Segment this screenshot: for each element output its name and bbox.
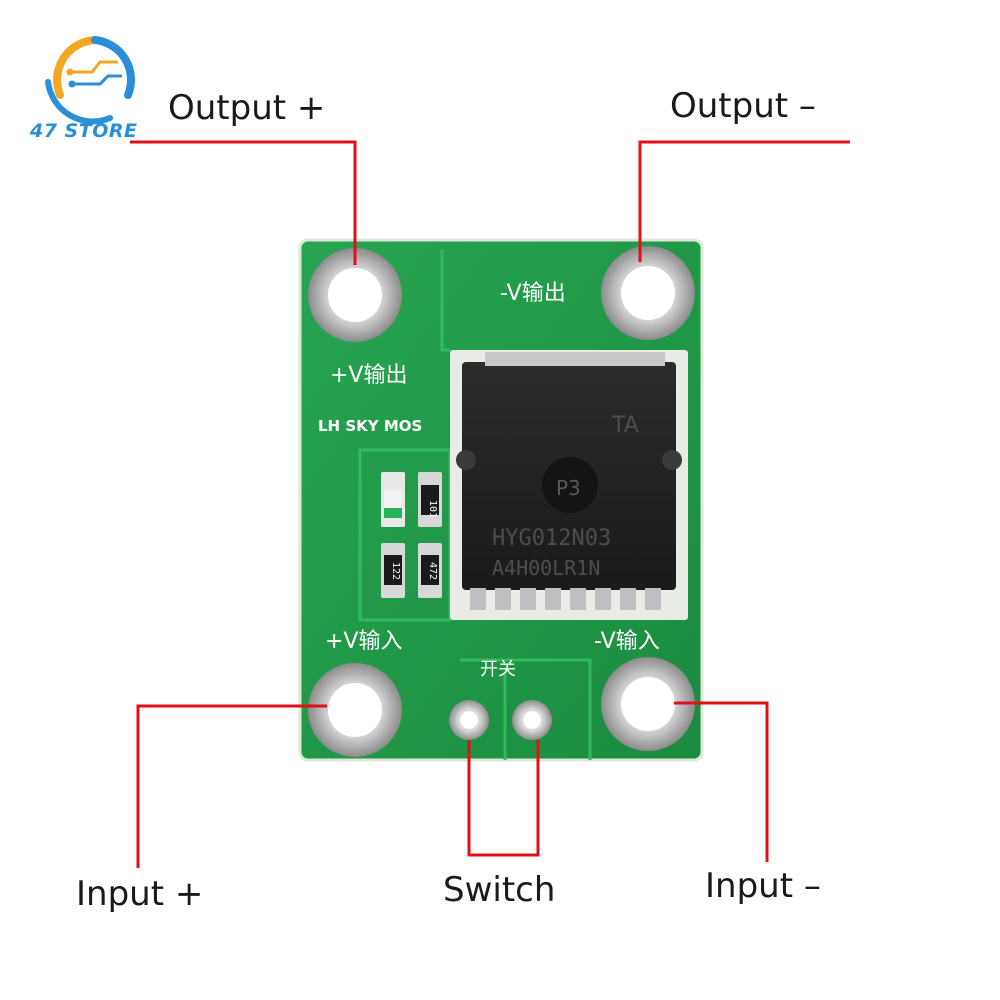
- callout-line-input-plus: [136, 704, 327, 868]
- label-input-minus: Input –: [705, 866, 821, 906]
- smd-resistor-472: [418, 543, 442, 598]
- chip-mark-ta: TA: [611, 413, 639, 438]
- silk-brand: LH SKY MOS: [318, 417, 422, 435]
- pad-input-plus: [308, 663, 402, 757]
- silk-in-plus: +V输入: [325, 629, 402, 654]
- mosfet-chip: [450, 350, 688, 620]
- pad-input-minus: [601, 657, 695, 751]
- label-output-minus: Output –: [670, 86, 816, 126]
- pad-output-plus: [308, 248, 402, 342]
- callout-line-output-plus: [130, 140, 357, 265]
- label-output-plus: Output +: [168, 88, 326, 128]
- smd-led: [381, 472, 405, 527]
- silk-out-minus: -V输出: [500, 281, 566, 306]
- chip-text-line1: HYG012N03: [492, 526, 611, 551]
- callout-line-switch: [467, 740, 540, 857]
- label-input-plus: Input +: [76, 874, 204, 914]
- pad-switch-a: [449, 700, 489, 740]
- pcb-board: -V输出 +V输出 LH SKY MOS +V输入 -V输入 开关 TA P3 …: [298, 238, 704, 762]
- smd-code-101: 101: [427, 500, 438, 518]
- smd-resistor-101: [418, 472, 442, 527]
- smd-code-122: 122: [390, 562, 401, 580]
- callout-line-input-minus: [674, 701, 769, 862]
- callout-lines: [130, 140, 850, 868]
- silk-in-minus: -V输入: [594, 629, 660, 654]
- callout-line-output-minus: [638, 140, 850, 262]
- store-logo: [45, 36, 135, 125]
- store-logo-text: 47 STORE: [30, 120, 138, 142]
- smd-code-472: 472: [427, 562, 438, 580]
- silk-switch: 开关: [480, 659, 516, 680]
- label-switch: Switch: [443, 870, 556, 910]
- pad-output-minus: [601, 246, 695, 340]
- chip-mark-p3: P3: [556, 476, 581, 500]
- smd-resistor-122: [381, 543, 405, 598]
- silk-out-plus: +V输出: [330, 363, 407, 388]
- pad-switch-b: [512, 700, 552, 740]
- chip-text-line2: A4H00LR1N: [492, 556, 600, 580]
